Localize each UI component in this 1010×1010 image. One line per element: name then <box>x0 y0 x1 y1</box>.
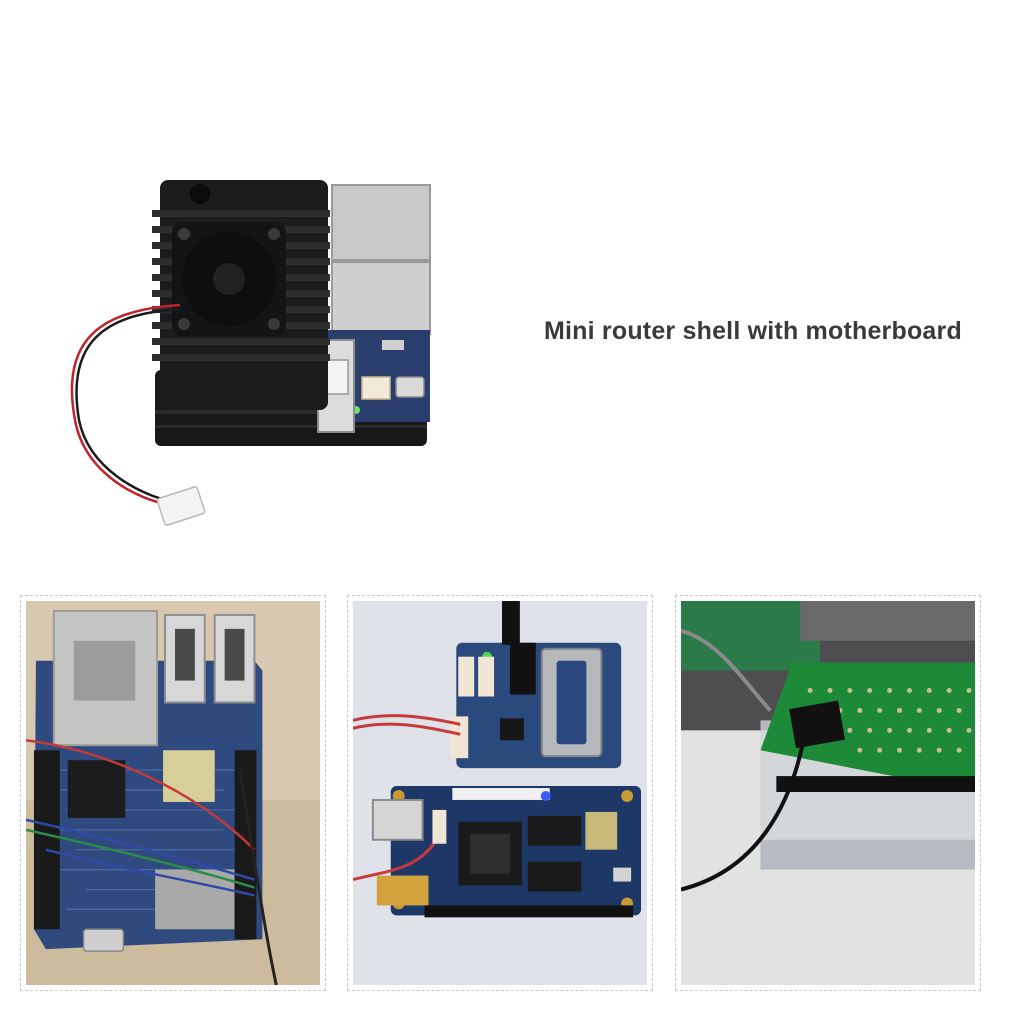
board-with-usb-ports-photo <box>20 595 326 991</box>
serial-adapter-and-board-photo <box>347 595 653 991</box>
router-shell-product-photo <box>60 170 440 530</box>
product-caption: Mini router shell with motherboard <box>544 317 962 345</box>
prototype-board-photo <box>675 595 981 991</box>
